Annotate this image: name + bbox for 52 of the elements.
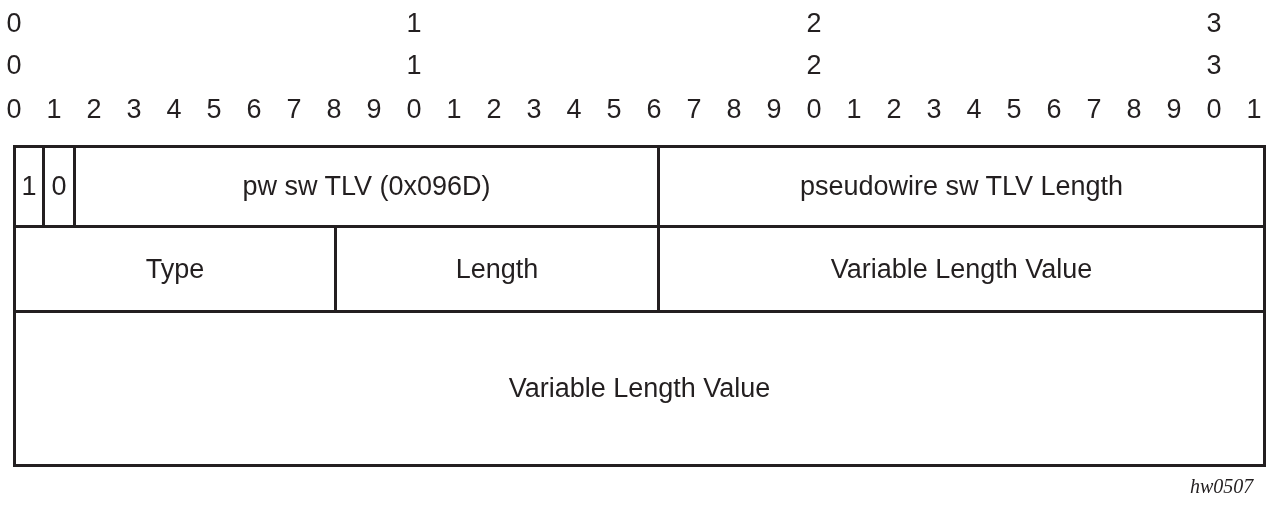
value-field (13, 310, 1266, 467)
bit-number: 6 (646, 94, 662, 124)
field-label: Type (145, 253, 205, 285)
field-label: pseudowire sw TLV Length (799, 171, 1124, 202)
bit-number: 6 (1046, 94, 1062, 124)
bit-number: 0 (6, 8, 22, 38)
field-label: pw sw TLV (0x096D) (242, 171, 491, 202)
bit-number: 4 (166, 94, 182, 124)
bit-number: 7 (686, 94, 702, 124)
bit-number: 8 (326, 94, 342, 124)
bit-number: 3 (1206, 50, 1222, 80)
bit-number: 4 (966, 94, 982, 124)
field-label: Length (455, 253, 539, 285)
bit-number: 3 (926, 94, 942, 124)
bit-number: 9 (1166, 94, 1182, 124)
bit-number: 0 (1206, 94, 1222, 124)
length-field (657, 145, 1266, 228)
bit-number: 1 (406, 50, 422, 80)
bit-number: 3 (1206, 8, 1222, 38)
bit-number: 7 (286, 94, 302, 124)
bit-number: 7 (1086, 94, 1102, 124)
bit-number: 5 (206, 94, 222, 124)
bit-number: 5 (606, 94, 622, 124)
bit-number: 2 (886, 94, 902, 124)
field-label: 0 (51, 171, 67, 202)
bit-number: 0 (6, 50, 22, 80)
bit-number: 5 (1006, 94, 1022, 124)
bit-number: 8 (726, 94, 742, 124)
bit-number: 1 (846, 94, 862, 124)
bit-number: 6 (246, 94, 262, 124)
bit-number: 4 (566, 94, 582, 124)
bit-number: 3 (526, 94, 542, 124)
bit-number: 0 (806, 94, 822, 124)
field-label: Variable Length Value (830, 253, 1093, 285)
bit-number: 0 (6, 94, 22, 124)
bit-number: 0 (406, 94, 422, 124)
bit-number: 2 (86, 94, 102, 124)
bit-number: 1 (46, 94, 62, 124)
bit-number: 2 (486, 94, 502, 124)
bit-number: 2 (806, 8, 822, 38)
bit-field (13, 145, 45, 228)
bit-number: 1 (406, 8, 422, 38)
bit-number: 8 (1126, 94, 1142, 124)
field-label: 1 (21, 171, 37, 202)
bit-number: 1 (1246, 94, 1262, 124)
bit-number: 1 (446, 94, 462, 124)
bit-number: 9 (366, 94, 382, 124)
bit-number: 3 (126, 94, 142, 124)
bit-number: 9 (766, 94, 782, 124)
figure-id: hw0507 (1190, 475, 1254, 498)
field-label: Variable Length Value (508, 373, 771, 404)
bit-number: 2 (806, 50, 822, 80)
